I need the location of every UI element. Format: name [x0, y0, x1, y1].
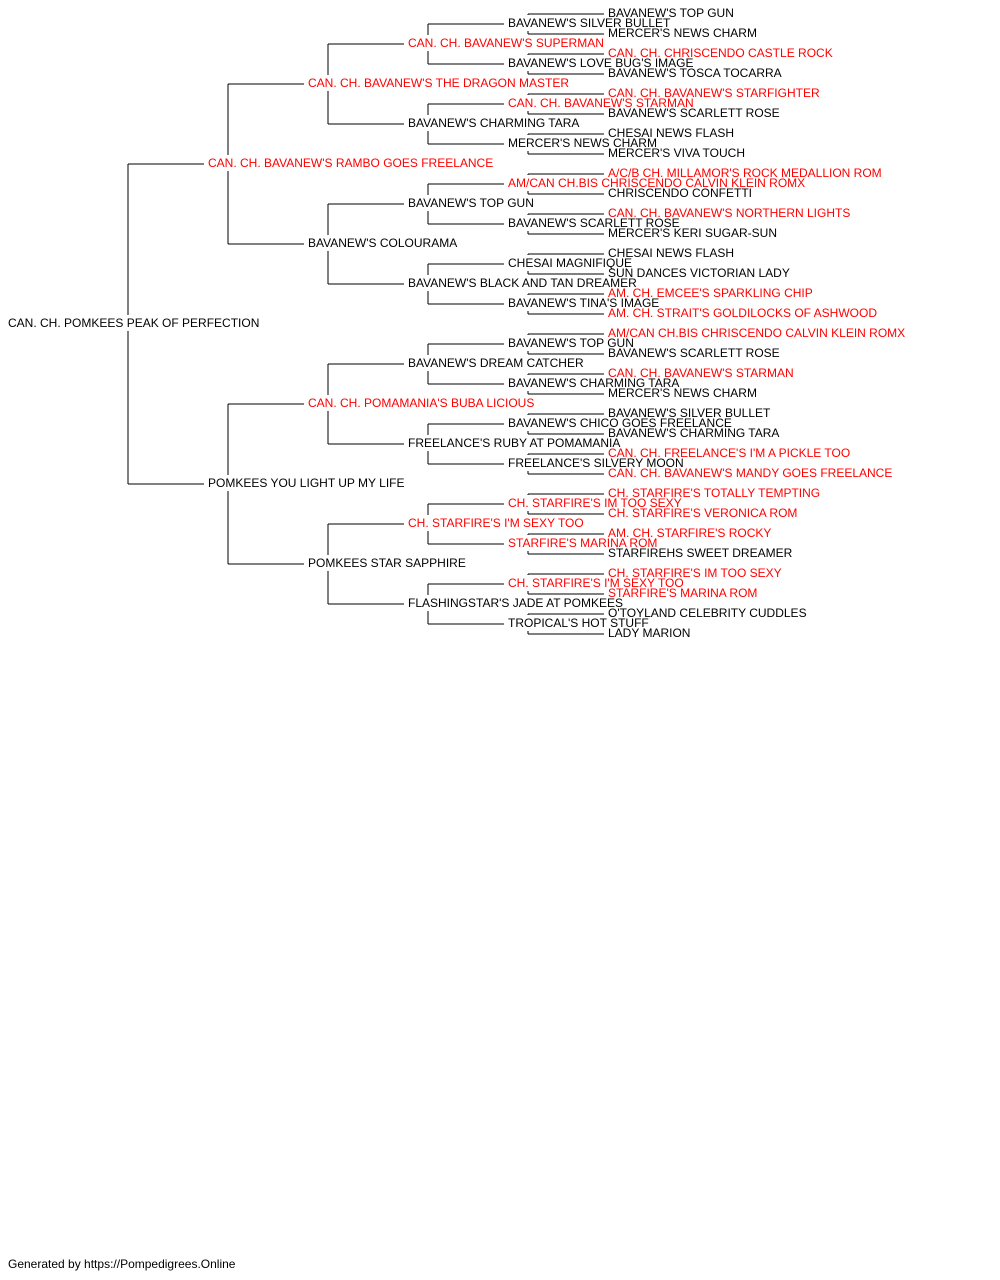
dog-name-d-d-s-s-s: CH. STARFIRE'S TOTALLY TEMPTING [608, 486, 820, 500]
dog-name-d-s-d-s-d: BAVANEW'S CHARMING TARA [608, 426, 779, 440]
dog-name-d-s-d-s: BAVANEW'S CHICO GOES FREELANCE [508, 416, 732, 430]
dog-name-s-s-d-d-d: MERCER'S VIVA TOUCH [608, 146, 745, 160]
dog-name-s-s-d-d: MERCER'S NEWS CHARM [508, 136, 657, 150]
dog-name-s-s-d-d-s: CHESAI NEWS FLASH [608, 126, 734, 140]
dog-name-d-d-d-d-s: O'TOYLAND CELEBRITY CUDDLES [608, 606, 807, 620]
dog-name-s-s-s-s-d: MERCER'S NEWS CHARM [608, 26, 757, 40]
dog-name-s-s: CAN. CH. BAVANEW'S THE DRAGON MASTER [308, 76, 569, 90]
dog-name-s-d-s-d-s: CAN. CH. BAVANEW'S NORTHERN LIGHTS [608, 206, 850, 220]
dog-name-d-s-s-s: BAVANEW'S TOP GUN [508, 336, 634, 350]
dog-name-s-d-s: BAVANEW'S TOP GUN [408, 196, 534, 210]
dog-name-s-d-d-d-d: AM. CH. STRAIT'S GOLDILOCKS OF ASHWOOD [608, 306, 877, 320]
dog-name-s-d-s-d: BAVANEW'S SCARLETT ROSE [508, 216, 680, 230]
dog-name-d-s-d-d-d: CAN. CH. BAVANEW'S MANDY GOES FREELANCE [608, 466, 892, 480]
dog-name-s-s-s-s-s: BAVANEW'S TOP GUN [608, 6, 734, 20]
dog-name-d-s-s-s-d: BAVANEW'S SCARLETT ROSE [608, 346, 780, 360]
dog-name-d-d-d-d-d: LADY MARION [608, 626, 690, 640]
dog-name-s-s-s-d: BAVANEW'S LOVE BUG'S IMAGE [508, 56, 694, 70]
dog-name-s-d-d-s: CHESAI MAGNIFIQUE [508, 256, 632, 270]
dog-name-s-d-s-d-d: MERCER'S KERI SUGAR-SUN [608, 226, 777, 240]
dog-name-s-s-s-s: BAVANEW'S SILVER BULLET [508, 16, 671, 30]
dog-name-s-s-s-d-d: BAVANEW'S TOSCA TOCARRA [608, 66, 782, 80]
dog-name-d-d: POMKEES STAR SAPPHIRE [308, 556, 466, 570]
dog-name-d-s-s-d-d: MERCER'S NEWS CHARM [608, 386, 757, 400]
dog-name-s-s-s-d-s: CAN. CH. CHRISCENDO CASTLE ROCK [608, 46, 833, 60]
dog-name-d-d-s-s-d: CH. STARFIRE'S VERONICA ROM [608, 506, 797, 520]
dog-name-s-d-d-d: BAVANEW'S TINA'S IMAGE [508, 296, 659, 310]
dog-name-d-d-s-d: STARFIRE'S MARINA ROM [508, 536, 657, 550]
dog-name-d-s-s-d: BAVANEW'S CHARMING TARA [508, 376, 679, 390]
dog-name-subject: CAN. CH. POMKEES PEAK OF PERFECTION [8, 316, 259, 330]
dog-name-d-d-d: FLASHINGSTAR'S JADE AT POMKEES [408, 596, 623, 610]
dog-name-d-d-d-d: TROPICAL'S HOT STUFF [508, 616, 649, 630]
dog-name-s: CAN. CH. BAVANEW'S RAMBO GOES FREELANCE [208, 156, 493, 170]
dog-name-d-d-d-s-s: CH. STARFIRE'S IM TOO SEXY [608, 566, 782, 580]
dog-name-d-s: CAN. CH. POMAMANIA'S BUBA LICIOUS [308, 396, 534, 410]
dog-name-d-s-d: FREELANCE'S RUBY AT POMAMANIA [408, 436, 620, 450]
dog-name-d-s-s-d-s: CAN. CH. BAVANEW'S STARMAN [608, 366, 794, 380]
dog-name-d-d-s-d-d: STARFIREHS SWEET DREAMER [608, 546, 793, 560]
dog-labels: CAN. CH. POMKEES PEAK OF PERFECTION CAN. … [8, 6, 905, 640]
dog-name-d-d-s-d-s: AM. CH. STARFIRE'S ROCKY [608, 526, 771, 540]
dog-name-d-d-d-s-d: STARFIRE'S MARINA ROM [608, 586, 757, 600]
dog-name-d-s-d-d: FREELANCE'S SILVERY MOON [508, 456, 684, 470]
dog-name-d-s-s: BAVANEW'S DREAM CATCHER [408, 356, 584, 370]
dog-name-s-d-d: BAVANEW'S BLACK AND TAN DREAMER [408, 276, 637, 290]
dog-name-s-d-d-s-d: SUN DANCES VICTORIAN LADY [608, 266, 790, 280]
dog-name-d-d-s: CH. STARFIRE'S I'M SEXY TOO [408, 516, 584, 530]
dog-name-d-s-d-s-s: BAVANEW'S SILVER BULLET [608, 406, 771, 420]
dog-name-d-d-s-s: CH. STARFIRE'S IM TOO SEXY [508, 496, 682, 510]
footer-credit: Generated by https://Pompedigrees.Online [8, 1257, 236, 1271]
dog-name-s-d-s-s-s: A/C/B CH. MILLAMOR'S ROCK MEDALLION ROM [608, 166, 882, 180]
dog-name-s-s-d-s-d: BAVANEW'S SCARLETT ROSE [608, 106, 780, 120]
dog-name-s-s-d: BAVANEW'S CHARMING TARA [408, 116, 579, 130]
dog-name-s-s-s: CAN. CH. BAVANEW'S SUPERMAN [408, 36, 604, 50]
dog-name-s-d-s-s-d: CHRISCENDO CONFETTI [608, 186, 752, 200]
dog-name-s-d-d-d-s: AM. CH. EMCEE'S SPARKLING CHIP [608, 286, 813, 300]
dog-name-s-s-d-s: CAN. CH. BAVANEW'S STARMAN [508, 96, 694, 110]
dog-name-d: POMKEES YOU LIGHT UP MY LIFE [208, 476, 405, 490]
dog-name-d-d-d-s: CH. STARFIRE'S I'M SEXY TOO [508, 576, 684, 590]
connector-lines [127, 13, 604, 635]
dog-name-s-d-s-s: AM/CAN CH.BIS CHRISCENDO CALVIN KLEIN RO… [508, 176, 805, 190]
dog-name-d-s-s-s-s: AM/CAN CH.BIS CHRISCENDO CALVIN KLEIN RO… [608, 326, 905, 340]
dog-name-s-s-d-s-s: CAN. CH. BAVANEW'S STARFIGHTER [608, 86, 820, 100]
dog-name-d-s-d-d-s: CAN. CH. FREELANCE'S I'M A PICKLE TOO [608, 446, 850, 460]
dog-name-s-d-d-s-s: CHESAI NEWS FLASH [608, 246, 734, 260]
dog-name-s-d: BAVANEW'S COLOURAMA [308, 236, 457, 250]
